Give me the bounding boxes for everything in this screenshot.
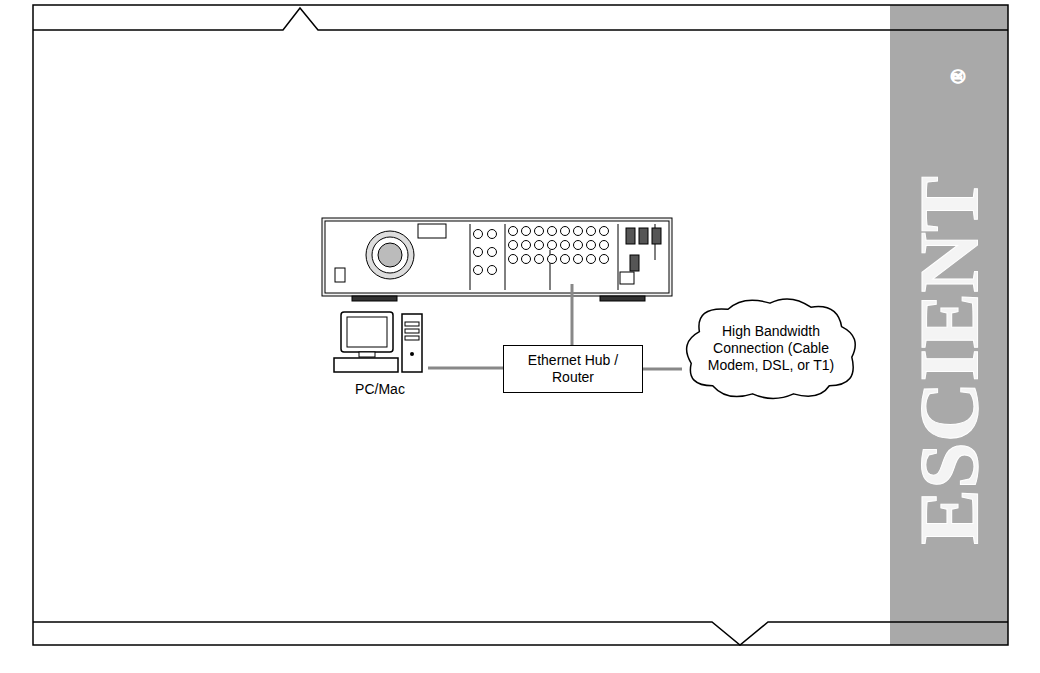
rca-jack [587, 227, 596, 236]
rca-jack [488, 266, 497, 275]
rca-jack [474, 248, 483, 257]
rca-jack [574, 227, 583, 236]
logo-band [890, 5, 1008, 645]
rca-jack [574, 255, 583, 264]
rca-jack [600, 255, 609, 264]
rca-jack [509, 227, 518, 236]
rca-jack [535, 241, 544, 250]
rca-jack [600, 227, 609, 236]
rca-jack [561, 227, 570, 236]
rca-jack [587, 255, 596, 264]
rca-jack [488, 230, 497, 239]
rca-jack [587, 241, 596, 250]
network-cable [571, 284, 574, 345]
rca-jack [548, 241, 557, 250]
network-cable [643, 368, 682, 371]
rca-jack [474, 230, 483, 239]
rca-jack [561, 241, 570, 250]
rca-jack [474, 266, 483, 275]
rca-jack [522, 255, 531, 264]
rca-jack [535, 255, 544, 264]
receiver-illustration [322, 218, 672, 301]
process-box: Ethernet Hub / Router [503, 345, 643, 393]
rca-jack [522, 241, 531, 250]
rca-jack [574, 241, 583, 250]
computer-icon [332, 310, 428, 376]
rca-jack [535, 227, 544, 236]
rca-jack [548, 227, 557, 236]
rca-jack [509, 255, 518, 264]
rca-jack [522, 227, 531, 236]
rca-jack [600, 241, 609, 250]
brand-logo: ESCIENT [901, 176, 998, 545]
network-cable [428, 367, 503, 370]
rca-jack [561, 255, 570, 264]
node-label: Ethernet Hub / Router [518, 352, 628, 386]
rca-jack [488, 248, 497, 257]
registered-mark: ® [946, 69, 969, 84]
rca-jack [509, 241, 518, 250]
computer-node: PC/Mac [332, 310, 428, 398]
node-label: High Bandwidth Connection (Cable Modem, … [702, 323, 840, 374]
cloud-node: High Bandwidth Connection (Cable Modem, … [682, 296, 860, 400]
rca-jack [548, 255, 557, 264]
page-frame [33, 5, 1008, 645]
node-label: PC/Mac [332, 381, 428, 398]
